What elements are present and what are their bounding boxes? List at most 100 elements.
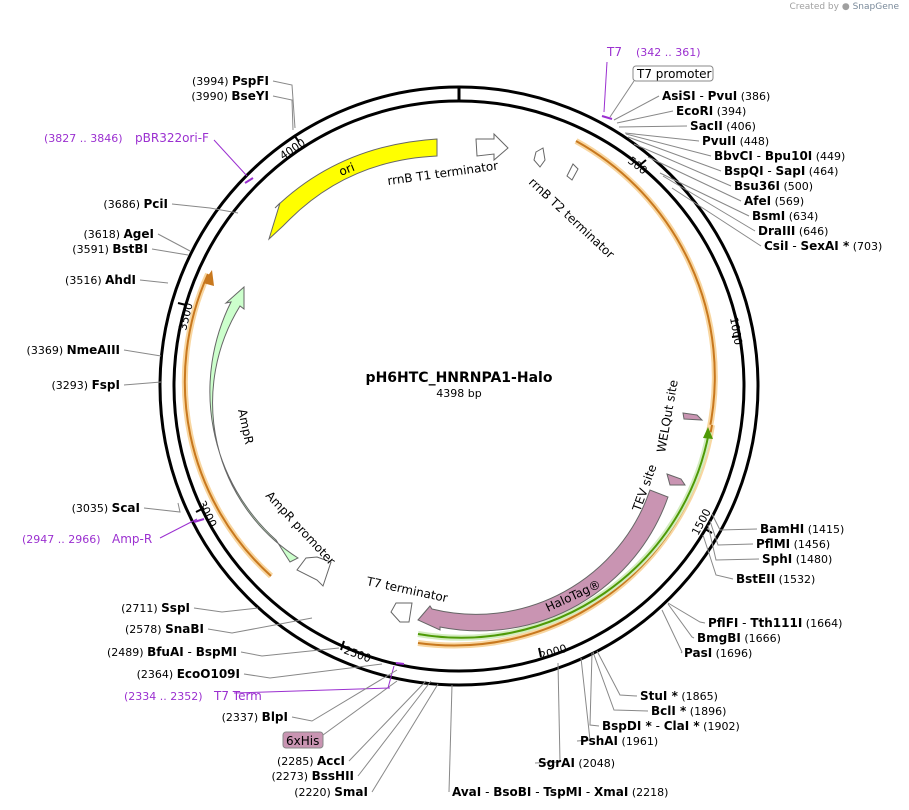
site-enzyme-name: PciI <box>144 197 169 211</box>
feature-T7-terminator[interactable] <box>390 602 413 623</box>
site-leader-right <box>592 651 649 712</box>
site-enzyme-name: SexAI * <box>801 239 850 253</box>
site-enzyme-name: AvaI <box>452 785 481 799</box>
feature-rrnB-T2-label: rrnB T2 terminator <box>526 175 617 261</box>
site-label-right: EcoRI (394) <box>676 104 746 118</box>
site-separator: - <box>764 164 776 178</box>
feature-ori-label: ori <box>337 160 357 179</box>
snapgene-credit: Created by ● SnapGene <box>789 2 899 12</box>
site-enzyme-name: Bpu10I <box>765 149 812 163</box>
site-position: (3369) <box>27 344 67 357</box>
feature-T7-terminator-label: T7 terminator <box>364 574 449 605</box>
site-label-right: SphI (1480) <box>762 552 832 566</box>
site-label-left: (3591) BstBI <box>72 242 148 256</box>
feature-AmpR[interactable] <box>209 285 300 563</box>
site-leader-right <box>534 662 561 764</box>
feature-T7-promoter-box <box>632 65 714 82</box>
site-label-right: DraIII (646) <box>758 224 828 238</box>
site-leader-right <box>627 136 722 172</box>
site-enzyme-name: ClaI * <box>664 719 701 733</box>
site-leader-lines <box>123 80 762 793</box>
site-position: (3990) <box>191 90 231 103</box>
site-label-left: (2489) BfuAI - BspMI <box>107 645 237 659</box>
site-label-left: (2285) AccI <box>277 754 345 768</box>
feature-TEV-site[interactable] <box>666 473 686 486</box>
site-enzyme-name: BsoBI <box>493 785 531 799</box>
feature-WELQut-site[interactable] <box>682 412 704 421</box>
site-enzyme-name: BlpI <box>262 710 288 724</box>
site-enzyme-name: AccI <box>317 754 345 768</box>
site-leader-right <box>589 652 600 727</box>
site-label-left: (2364) EcoO109I <box>137 667 240 681</box>
plasmid-name: pH6HTC_HNRNPA1-Halo <box>366 370 553 386</box>
backbone-inner <box>172 99 746 673</box>
site-position: (2711) <box>121 602 161 615</box>
site-label-right: PvuII (448) <box>702 134 769 148</box>
site-enzyme-name: BfuAI <box>147 645 184 659</box>
feature-rrnB-T2-terminator[interactable] <box>533 147 546 168</box>
site-enzyme-name: AfeI <box>744 194 771 208</box>
site-position: (2048) <box>575 757 615 770</box>
site-enzyme-name: SspI <box>161 601 190 615</box>
primer-T7-range: (342 .. 361) <box>636 46 701 59</box>
site-position: (464) <box>805 165 838 178</box>
site-position: (1865) <box>678 690 718 703</box>
site-enzyme-name: PflFI <box>708 616 738 630</box>
feature-rrnB-T2-terminator-2[interactable] <box>566 163 579 181</box>
site-label-right: BspQI - SapI (464) <box>724 164 838 178</box>
primer-T7-Term-mark <box>395 662 405 665</box>
site-position: (1415) <box>804 523 844 536</box>
site-leader-left <box>243 663 383 679</box>
snapgene-logo-icon: ● <box>841 2 850 12</box>
site-enzyme-name: SnaBI <box>165 622 204 636</box>
site-enzyme-name: EcoO109I <box>177 667 240 681</box>
site-leader-left <box>143 502 181 513</box>
site-enzyme-name: SapI <box>776 164 806 178</box>
site-enzyme-name: Bsu36I <box>734 179 780 193</box>
site-label-left: (3618) AgeI <box>83 227 154 241</box>
site-label-right: StuI * (1865) <box>640 689 718 703</box>
site-label-left: (2273) BssHII <box>272 769 354 783</box>
site-leader-right <box>707 524 760 561</box>
site-leader-right <box>711 513 758 531</box>
site-leader-right <box>448 684 453 793</box>
site-leader-left <box>193 607 259 613</box>
site-position: (449) <box>812 150 845 163</box>
primer-Amp-R-mark <box>193 518 205 523</box>
feature-rrnB-T1-terminator[interactable] <box>475 132 509 162</box>
primer-T7-Term-range: (2334 .. 2352) <box>124 690 203 703</box>
site-position: (394) <box>713 105 746 118</box>
site-label-right: CsiI - SexAI * (703) <box>764 239 882 253</box>
site-enzyme-name: BamHI <box>760 522 804 536</box>
feature-HaloTag[interactable] <box>417 489 669 632</box>
feature-6xHis-label: 6xHis <box>286 734 319 748</box>
site-enzyme-name: BclI * <box>651 704 687 718</box>
site-label-left: (3369) NmeAIII <box>27 343 120 357</box>
site-label-right: PshAI (1961) <box>580 734 658 748</box>
credit-prefix: Created by <box>789 2 839 12</box>
site-position: (646) <box>795 225 828 238</box>
site-leader-right <box>662 175 756 232</box>
site-position: (2285) <box>277 755 317 768</box>
site-enzyme-name: Tth111I <box>750 616 802 630</box>
site-enzyme-name: BspQI <box>724 164 764 178</box>
site-position: (3293) <box>52 379 92 392</box>
site-labels: AsiSI - PvuI (386)EcoRI (394)SacII (406)… <box>27 74 883 799</box>
site-label-left: (3035) ScaI <box>72 501 140 515</box>
site-position: (2337) <box>222 711 262 724</box>
site-enzyme-name: FspI <box>92 378 120 392</box>
feature-ori[interactable] <box>267 138 438 241</box>
site-leader-right <box>596 650 638 697</box>
site-enzyme-name: BmgBI <box>697 631 741 645</box>
site-label-left: (3686) PciI <box>103 197 168 211</box>
site-label-right: AsiSI - PvuI (386) <box>662 89 770 103</box>
plasmid-length: 4398 bp <box>436 387 481 400</box>
feature-AmpR-promoter[interactable] <box>296 556 332 587</box>
site-label-right: BspDI * - ClaI * (1902) <box>602 719 740 733</box>
site-enzyme-name: PspFI <box>232 74 269 88</box>
site-separator: - <box>481 785 493 799</box>
site-position: (1532) <box>775 573 815 586</box>
site-position: (1666) <box>741 632 781 645</box>
site-enzyme-name: BbvCI <box>714 149 753 163</box>
